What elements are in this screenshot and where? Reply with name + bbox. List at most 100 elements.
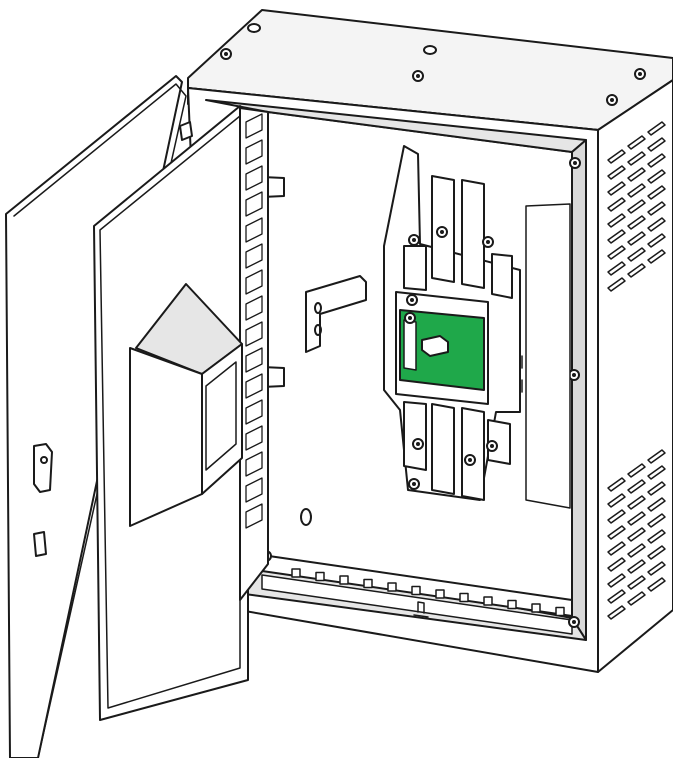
vent-slot-icon: [627, 527, 646, 542]
rail-slot: [291, 568, 301, 578]
vent-slot-icon: [627, 231, 646, 246]
breaker-toggle: [421, 335, 449, 357]
rail-slot: [339, 575, 349, 585]
rail-slot: [483, 596, 493, 606]
enclosure-inner-right: [571, 139, 587, 641]
bolt-icon: [410, 298, 414, 302]
vent-slot-icon: [627, 559, 646, 574]
vent-slot-icon: [607, 541, 626, 556]
bolt-icon: [224, 52, 228, 56]
bolt-icon: [572, 373, 576, 377]
rail-slot: [531, 603, 541, 613]
gasket-slot: [245, 139, 263, 165]
rail-slot: [555, 606, 565, 617]
vent-slot-icon: [607, 573, 626, 588]
bolt-icon: [440, 230, 444, 234]
circuit-breaker: [383, 145, 521, 501]
gasket-slot: [245, 191, 263, 217]
vent-slot-icon: [647, 121, 666, 136]
vent-slots: [607, 121, 666, 620]
rail-slot: [435, 589, 445, 599]
bolt-icon: [412, 238, 416, 242]
gasket-slot: [245, 113, 263, 139]
vent-slot-icon: [607, 557, 626, 572]
mounting-bracket: [305, 275, 367, 353]
breaker-toggle-slot: [403, 319, 417, 371]
vent-slot-icon: [647, 465, 666, 480]
bolt-icon: [416, 74, 420, 78]
rail-slot: [387, 582, 397, 592]
vent-slot-icon: [607, 245, 626, 260]
vent-slot-icon: [647, 561, 666, 576]
rail-slot: [507, 599, 517, 610]
bolt-icon: [486, 240, 490, 244]
mounting-hole: [300, 508, 312, 526]
vent-slot-icon: [627, 543, 646, 558]
vent-slot-icon: [647, 137, 666, 152]
vent-slot-icon: [607, 493, 626, 508]
vent-slot-icon: [607, 213, 626, 228]
vent-slot-icon: [627, 479, 646, 494]
vent-slot-icon: [627, 183, 646, 198]
vent-slot-icon: [647, 153, 666, 168]
gasket-slot: [245, 269, 263, 295]
bolt-icon: [572, 620, 576, 624]
rotary-handle: [129, 283, 243, 527]
vent-slot-icon: [627, 511, 646, 526]
bolt-icon: [412, 482, 416, 486]
vent-slot-icon: [647, 449, 666, 464]
gasket-slot: [245, 347, 263, 373]
vent-slot-icon: [647, 249, 666, 264]
bolt-icon: [490, 444, 494, 448]
gasket-slot: [245, 321, 263, 347]
gasket-slot: [245, 477, 263, 503]
vent-slot-icon: [627, 591, 646, 606]
vent-slot-icon: [607, 509, 626, 524]
gasket-slot: [245, 373, 263, 399]
mounting-plate: [525, 203, 571, 509]
handle-front: [129, 347, 203, 527]
vent-slot-icon: [627, 495, 646, 510]
vent-slot-icon: [647, 529, 666, 544]
vent-slot-icon: [627, 215, 646, 230]
rail-slot: [411, 585, 421, 596]
vent-slot-icon: [607, 277, 626, 292]
din-rail-slots: [291, 568, 565, 617]
vent-slot-icon: [607, 229, 626, 244]
vent-slot-icon: [647, 481, 666, 496]
vent-slot-icon: [627, 151, 646, 166]
vent-slot-icon: [627, 463, 646, 478]
handle-window: [205, 361, 237, 471]
lid-screws: [247, 23, 437, 55]
vent-slot-icon: [607, 197, 626, 212]
rail-slot: [363, 578, 373, 589]
bolt-icon: [247, 23, 261, 33]
vent-slot-icon: [627, 135, 646, 150]
vent-slot-icon: [607, 261, 626, 276]
gasket-slot: [245, 451, 263, 477]
gasket-slot: [245, 165, 263, 191]
vent-slot-icon: [627, 167, 646, 182]
bolt-icon: [423, 45, 437, 55]
gasket-slot: [245, 243, 263, 269]
vent-slot-icon: [647, 577, 666, 592]
rail-slot: [315, 571, 325, 582]
gasket-slot: [245, 399, 263, 425]
vent-slot-icon: [647, 185, 666, 200]
bolt-icon: [638, 72, 642, 76]
vent-slot-icon: [647, 513, 666, 528]
bottom-terminals: [403, 401, 511, 501]
breaker-terminal-bolts: [404, 226, 498, 490]
bolt-icon: [416, 442, 420, 446]
vent-slot-icon: [627, 263, 646, 278]
gasket-slot: [245, 503, 263, 529]
bolt-icon: [573, 161, 577, 165]
rail-clip: [413, 601, 429, 618]
bolt-icon: [610, 98, 614, 102]
vent-slot-icon: [607, 525, 626, 540]
vent-slot-icon: [627, 575, 646, 590]
gasket-slot: [245, 425, 263, 451]
rail-slot: [459, 592, 469, 603]
